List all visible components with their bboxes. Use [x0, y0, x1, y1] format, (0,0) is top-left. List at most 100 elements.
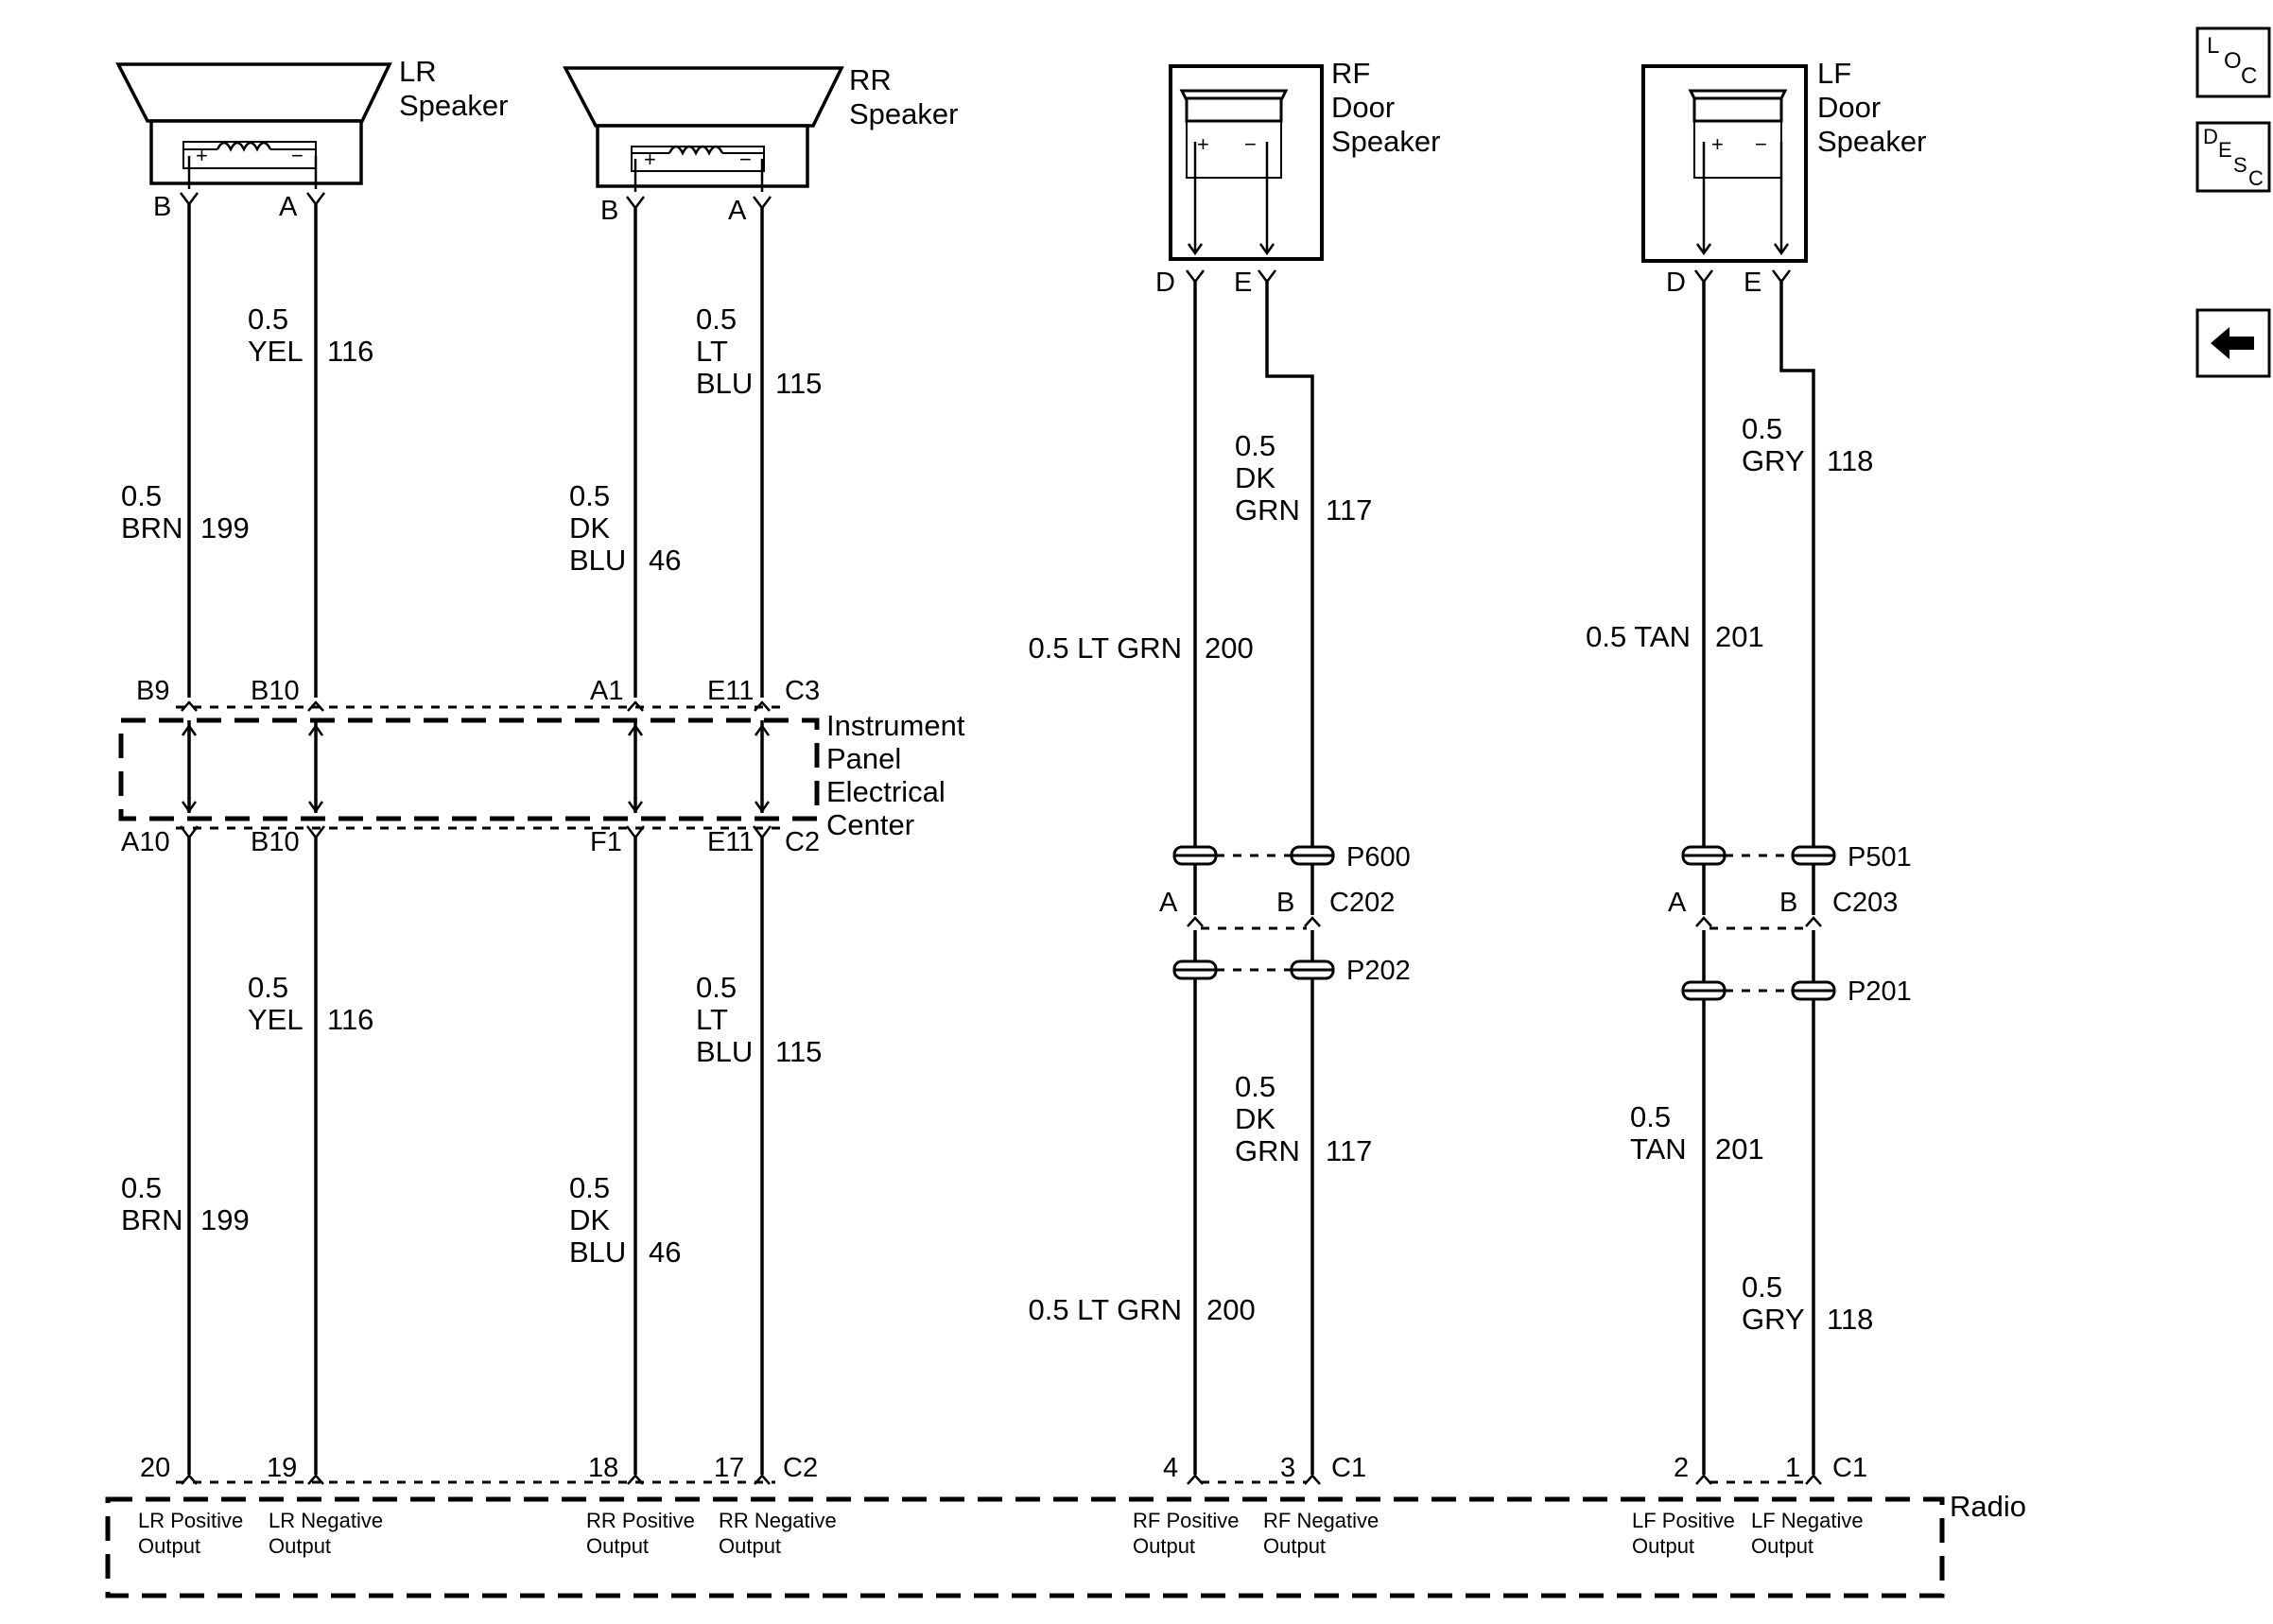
radio-output-label: Output	[269, 1534, 331, 1558]
ipec-label-3: Electrical	[826, 775, 946, 808]
ipec-top-pin-1: B9	[136, 676, 169, 706]
rf-inline-pin-a: A	[1159, 888, 1178, 918]
radio-output-label: Output	[1263, 1534, 1326, 1558]
radio-pin-20: 20	[140, 1453, 170, 1483]
back-button[interactable]	[2195, 308, 2271, 378]
radio-connector-c1-lf: C1	[1832, 1453, 1867, 1483]
minus-sign: −	[739, 147, 752, 171]
left-arrow-icon	[2211, 327, 2254, 359]
ipec-label-4: Center	[826, 808, 914, 841]
wire-circuit: 199	[200, 1203, 250, 1236]
radio-output-label: LR Positive	[138, 1509, 243, 1532]
radio-output-label: Output	[138, 1534, 200, 1558]
wire-size: 0.5	[696, 971, 737, 1004]
radio-pin-17: 17	[714, 1453, 744, 1483]
loc-letter-l: L	[2207, 33, 2219, 59]
ipec-bottom-pin-1: A10	[121, 827, 170, 857]
wire-size: 0.5	[1235, 429, 1275, 462]
ipec-label-2: Panel	[826, 742, 901, 775]
wire-spec: 0.5 LT GRN	[1028, 631, 1182, 665]
lf-p-lower: P201	[1848, 976, 1912, 1007]
desc-letter-s: S	[2233, 153, 2247, 177]
wire-color: BRN	[121, 1203, 182, 1236]
rr-speaker-title: RR	[849, 63, 892, 96]
rf-speaker-title-2: Door	[1331, 91, 1395, 124]
desc-letter-d: D	[2203, 125, 2218, 148]
lf-inline-connector: P501 A B C203 P201	[1668, 842, 1912, 1007]
radio-label: Radio	[1950, 1490, 2026, 1523]
wire-circuit: 118	[1827, 1303, 1873, 1336]
wire-color: BLU	[696, 367, 753, 400]
radio-output-label: Output	[719, 1534, 781, 1558]
lf-pin-e: E	[1744, 268, 1761, 298]
wire-circuit: 116	[327, 335, 373, 368]
radio-pin-18: 18	[588, 1453, 618, 1483]
ipec-label-1: Instrument	[826, 709, 965, 742]
lf-pin-d: D	[1666, 268, 1686, 298]
radio-output-label: Output	[586, 1534, 649, 1558]
lf-inline-connector-id: C203	[1832, 888, 1898, 918]
wire-color: LT	[696, 1003, 728, 1036]
wire-color: GRN	[1235, 493, 1300, 527]
wire-color: DK	[1235, 461, 1275, 494]
desc-letter-e: E	[2218, 138, 2232, 162]
ipec-top-pin-2: B10	[251, 676, 300, 706]
wire-size: 0.5	[1742, 1270, 1782, 1304]
wire-circuit: 46	[649, 544, 681, 577]
location-button[interactable]: L O C	[2195, 26, 2271, 98]
wire-circuit: 201	[1715, 620, 1764, 653]
rf-pin-e: E	[1234, 268, 1252, 298]
rf-p-upper: P600	[1346, 842, 1411, 872]
plus-sign: +	[1197, 132, 1209, 156]
rr-pin-a: A	[728, 196, 747, 226]
radio-output-label: LF Negative	[1751, 1509, 1864, 1532]
radio-output-label: Output	[1632, 1534, 1694, 1558]
ipec-pass-through-arrows	[181, 723, 771, 814]
ipec-bottom-connector: C2	[785, 827, 820, 857]
wire-color: BLU	[569, 1235, 626, 1269]
ipec-bottom-pin-3: F1	[590, 827, 622, 857]
radio-pin-19: 19	[267, 1453, 297, 1483]
lf-speaker-title-2: Door	[1817, 91, 1881, 124]
lf-inline-pin-b: B	[1779, 888, 1797, 918]
rf-inline-connector-id: C202	[1329, 888, 1395, 918]
wire-color: LT	[696, 335, 728, 368]
radio: 20 19 18 17 C2 4 3 C1 2 1 C1 Radio LR Po…	[105, 1453, 2026, 1598]
ipec-top-pin-3: A1	[590, 676, 623, 706]
wire-color: GRY	[1742, 444, 1805, 477]
radio-output-label: RF Positive	[1133, 1509, 1239, 1532]
ipec-bottom-pin-4: E11	[707, 827, 754, 857]
plus-sign: +	[196, 144, 208, 167]
radio-connector-c1-rf: C1	[1331, 1453, 1366, 1483]
rf-pin-d: D	[1155, 268, 1175, 298]
radio-output-label: Output	[1751, 1534, 1813, 1558]
rf-speaker-title-3: Speaker	[1331, 125, 1440, 158]
wire-size: 0.5	[1742, 412, 1782, 445]
wire-size: 0.5	[121, 1171, 162, 1204]
radio-output-label: RR Positive	[586, 1509, 695, 1532]
wire-circuit: 115	[775, 1035, 822, 1068]
description-button[interactable]: D E S C	[2195, 121, 2271, 193]
wire-labels-upper: 0.5 BRN 199 0.5 YEL 116 0.5 DK BLU 46 0.…	[121, 302, 1873, 665]
lf-p-upper: P501	[1848, 842, 1912, 872]
plus-sign: +	[644, 147, 656, 171]
wire-labels-lower: 0.5 BRN 199 0.5 YEL 116 0.5 DK BLU 46 0.…	[121, 971, 1873, 1336]
radio-output-label: RR Negative	[719, 1509, 837, 1532]
rr-pin-b: B	[600, 196, 618, 226]
wire-color: DK	[1235, 1102, 1275, 1135]
rf-inline-connector: P600 A B C202 P202	[1159, 842, 1411, 986]
rr-speaker-title-2: Speaker	[849, 97, 958, 130]
wire-color: DK	[569, 511, 610, 544]
lr-pin-a: A	[279, 192, 298, 222]
minus-sign: −	[291, 144, 304, 167]
radio-pin-4: 4	[1163, 1453, 1178, 1483]
wire-size: 0.5	[248, 302, 288, 336]
loc-letter-c: C	[2241, 63, 2257, 89]
radio-output-label: Output	[1133, 1534, 1195, 1558]
radio-pin-1: 1	[1785, 1453, 1800, 1483]
wire-circuit: 115	[775, 367, 822, 400]
rf-p-lower: P202	[1346, 956, 1411, 986]
wire-size: 0.5	[1235, 1070, 1275, 1103]
wire-spec: 0.5 TAN	[1586, 620, 1691, 653]
